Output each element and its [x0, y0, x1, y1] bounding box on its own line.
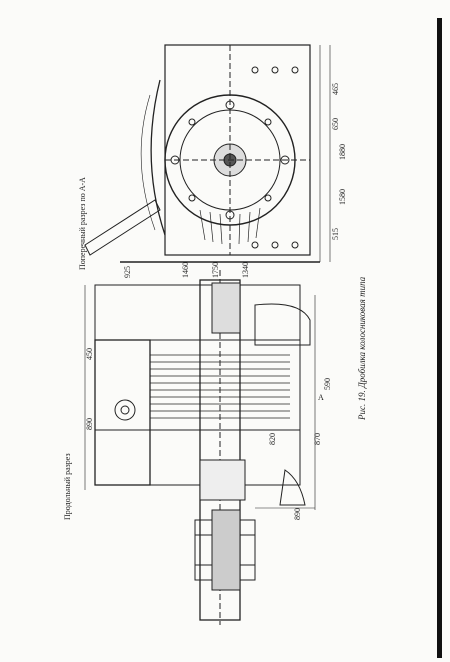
dim-label: 650 [331, 118, 340, 130]
dim-label: 590 [323, 378, 332, 390]
dim-label: 465 [331, 83, 340, 95]
figure-caption: Рис. 19. Дробилка колосниковая типа [357, 276, 367, 421]
bearing-circle [114, 399, 136, 421]
dim-label: 820 [268, 433, 277, 445]
frame [164, 44, 311, 256]
section-mark: A [318, 393, 324, 402]
dim-label: 515 [331, 228, 340, 240]
dim-label: 870 [313, 433, 322, 445]
longitudinal-section-view [84, 270, 316, 625]
dim-label: 1340 [241, 262, 250, 278]
casing-outline [94, 284, 301, 486]
housing-arc [150, 79, 166, 236]
longitudinal-view-label: Продольный разрез [63, 453, 72, 520]
feed-chute [84, 199, 161, 256]
cross-section-view [84, 44, 331, 263]
grate-bars [199, 207, 261, 245]
dim-label: 890 [293, 508, 302, 520]
scan-edge-shadow [437, 18, 442, 658]
dim-label: 1880 [338, 144, 347, 160]
top-coupling [211, 282, 241, 334]
cross-section-view-label: Поперечный разрез по A-A [78, 177, 87, 270]
dim-label: 925 [123, 266, 132, 278]
lower-bearing-housing [199, 459, 246, 501]
dim-label: 1750 [211, 262, 220, 278]
dim-label: 1460 [181, 262, 190, 278]
dim-label: 1580 [338, 189, 347, 205]
dim-label: 450 [85, 348, 94, 360]
dim-label: 890 [85, 418, 94, 430]
